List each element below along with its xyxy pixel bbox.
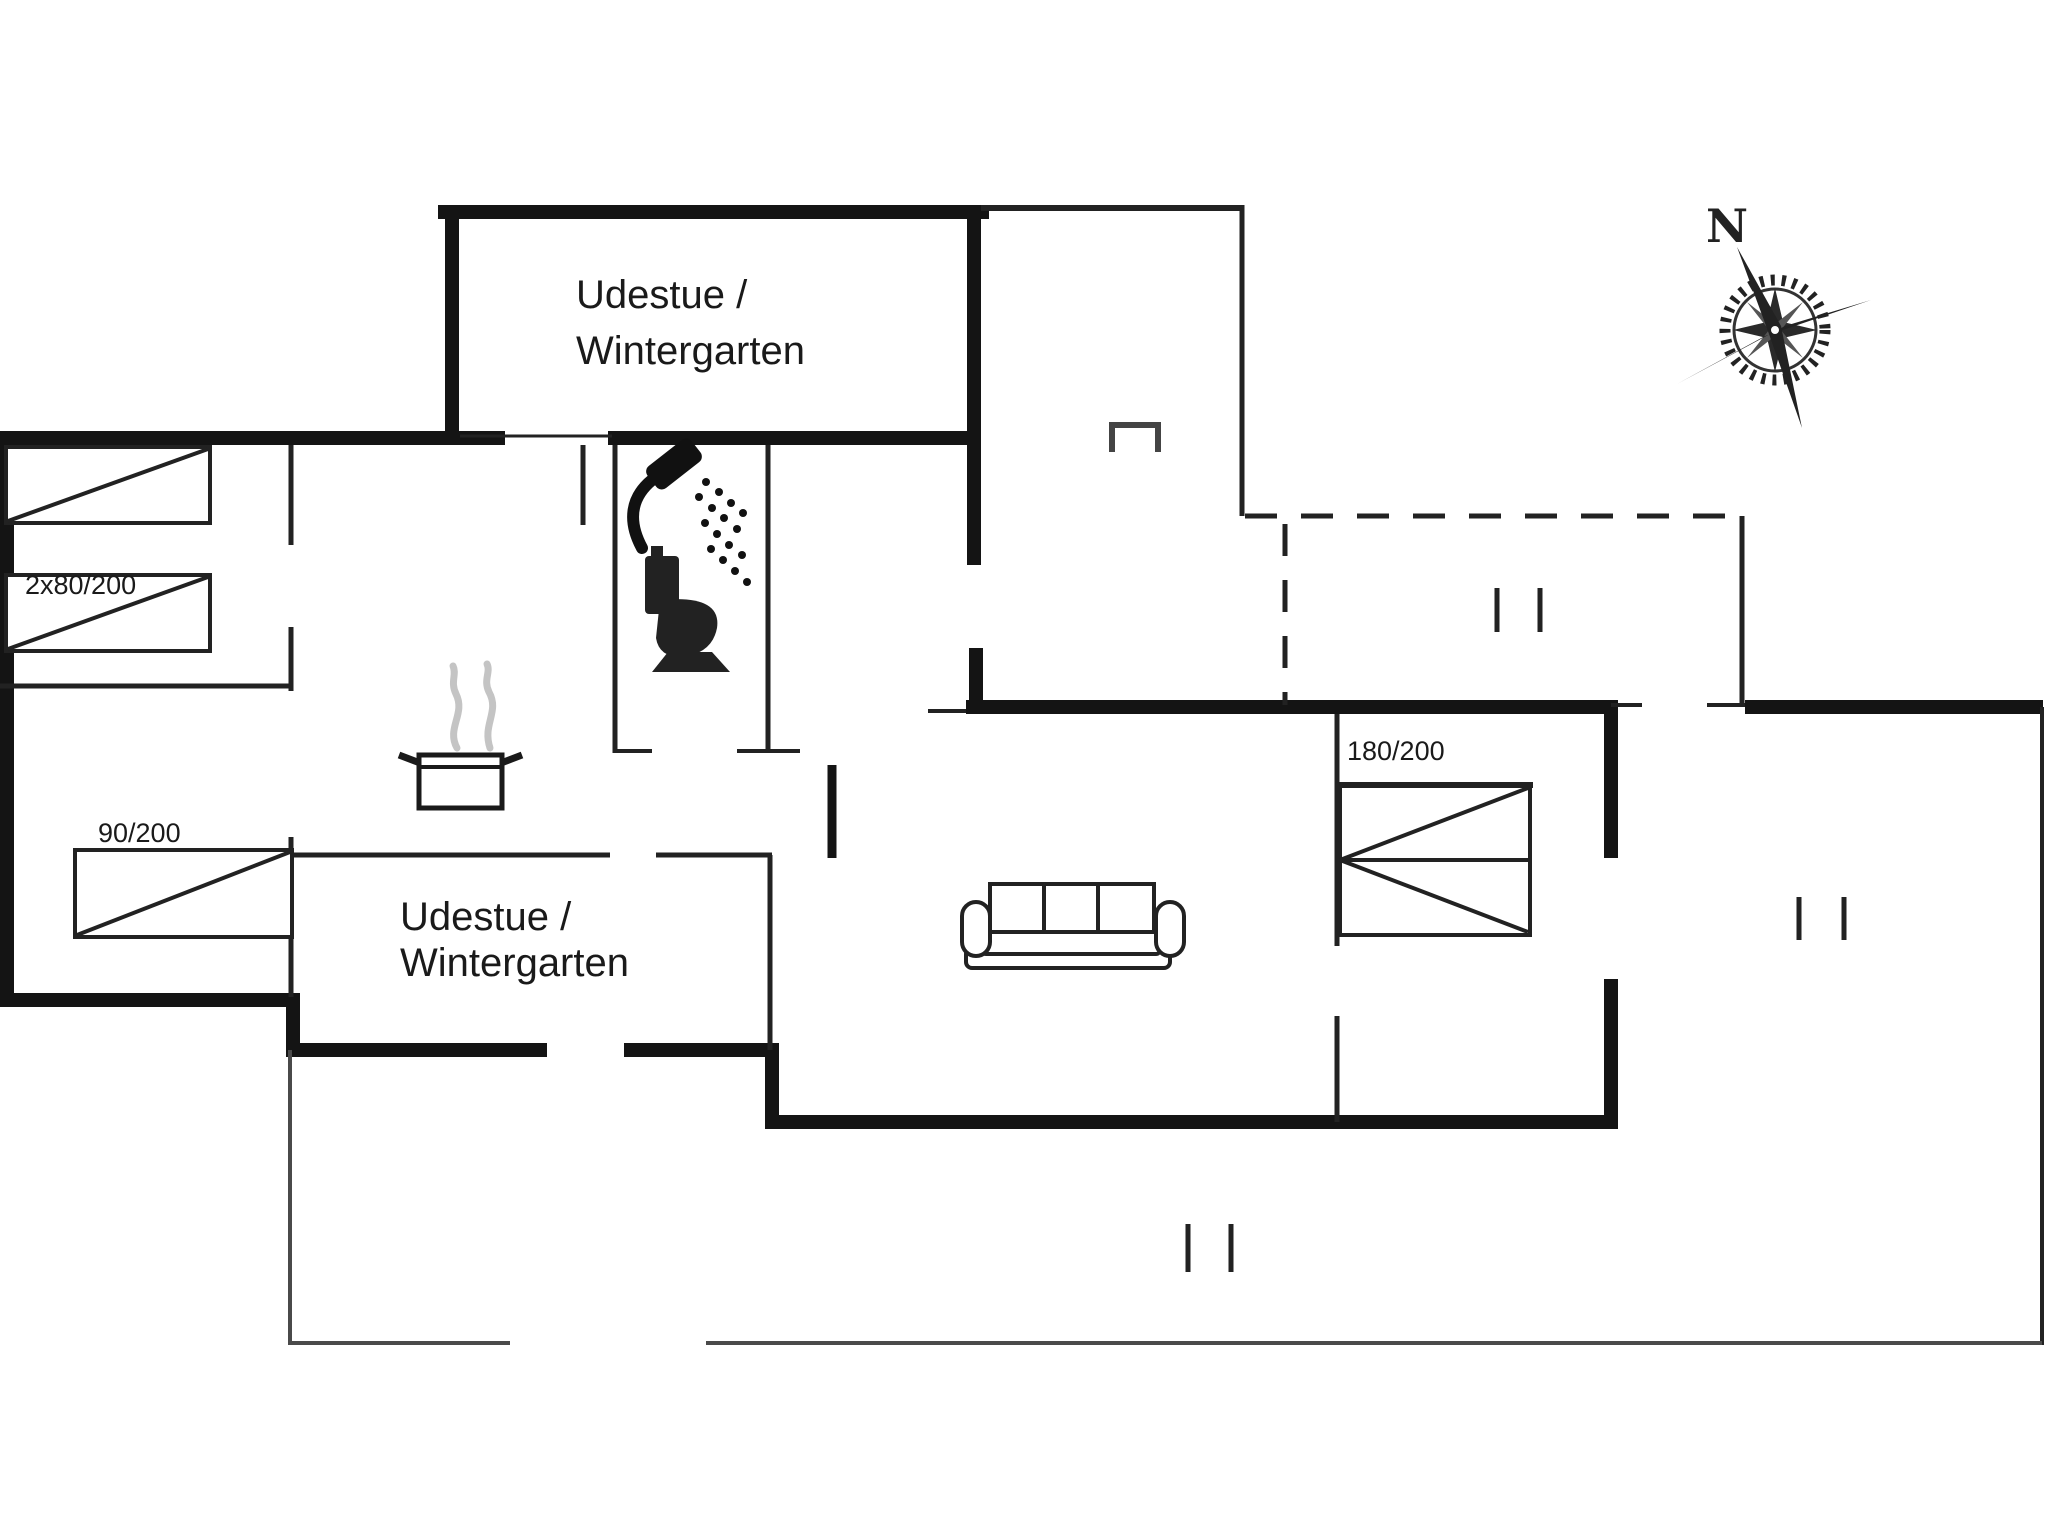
shower-spray (695, 478, 751, 586)
room-label-wintergarten-bottom-line1: Udestue / (400, 895, 572, 939)
bunk-bed-1 (4, 445, 212, 525)
room-label-wintergarten-top-line2: Wintergarten (576, 329, 805, 373)
cooking-pot-icon (397, 660, 524, 811)
shower-icon (627, 438, 751, 586)
bed-dimension-double: 180/200 (1347, 736, 1445, 766)
steam-icon (449, 662, 463, 752)
room-label-wintergarten-bottom-line2: Wintergarten (400, 941, 629, 985)
dashed-terrace-outline (1245, 513, 1740, 705)
bed-dimension-bunk: 2x80/200 (25, 570, 136, 600)
thick-walls (0, 205, 2043, 1129)
sofa-icon (960, 882, 1186, 970)
steam-icon (483, 660, 497, 752)
bunk-bed-2 (4, 573, 212, 653)
bed-dimension-single: 90/200 (98, 818, 181, 848)
room-label-wintergarten-top-line1: Udestue / (576, 273, 748, 317)
chimney-icon (1109, 422, 1161, 452)
compass-rose-icon: N (1677, 199, 1871, 428)
toilet-icon (645, 546, 730, 672)
single-bed (73, 848, 294, 939)
compass-north-label: N (1706, 199, 1748, 253)
beds (4, 445, 1533, 939)
labels: Udestue / Wintergarten Udestue / Winterg… (25, 273, 1445, 985)
terrace-post-icons (1185, 588, 1847, 1272)
thin-walls (0, 205, 2044, 1345)
terrace-outline (288, 1050, 2042, 1345)
double-bed (1337, 782, 1533, 937)
